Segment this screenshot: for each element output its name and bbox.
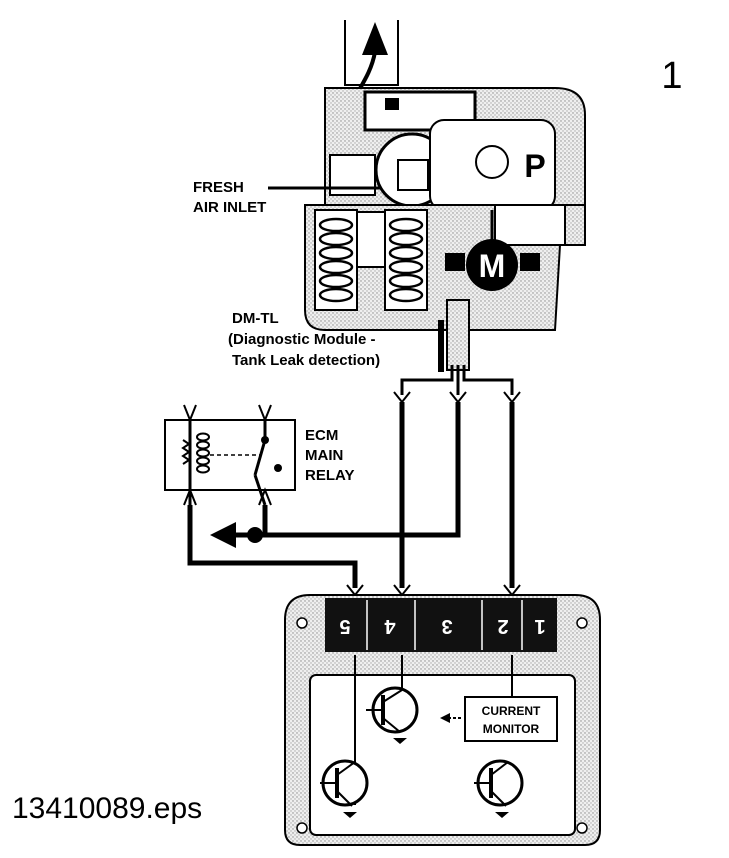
relay-coil-loop [196, 464, 210, 474]
ecm-connector [325, 598, 557, 652]
ground-icon [495, 812, 509, 818]
harness-marker [438, 320, 444, 372]
ground-icon [343, 812, 357, 818]
valve-port [397, 159, 429, 191]
pin-4-label: 4 [384, 615, 396, 637]
transistor-pin-4 [366, 686, 419, 744]
module-harness [393, 365, 521, 404]
spring-coil [318, 217, 354, 233]
air-flow-arrow-icon [362, 22, 388, 55]
relay-box [164, 419, 296, 491]
ground-icon [393, 738, 407, 744]
valve-housing [363, 90, 477, 132]
spring-coil [318, 273, 354, 289]
fresh-air-inlet-label-line1: FRESH [193, 179, 244, 196]
pump-rotor-icon [475, 145, 509, 179]
wire-supply-to-relay [255, 402, 461, 538]
continue-arrow-icon [210, 522, 236, 548]
spring-coil [318, 231, 354, 247]
motor-terminal-right [520, 253, 540, 271]
pin-5-label: 5 [339, 615, 350, 637]
spring-coil [388, 245, 424, 261]
relay-resistor-icon [181, 439, 191, 465]
relay-coil-icon [196, 432, 210, 474]
fresh-air-inlet-label-line2: AIR INLET [193, 199, 266, 216]
dmtl-label-line2: (Diagnostic Module - [228, 331, 376, 348]
motor-icon [466, 239, 518, 291]
dmtl-module: P M [304, 20, 586, 372]
motor-terminal-left [445, 253, 465, 271]
transistor-pin-2 [474, 759, 524, 818]
spring-coil [388, 231, 424, 247]
ecm-pin-row: 5 4 3 2 1 [339, 600, 546, 650]
ecm-main-relay [164, 404, 296, 506]
spring-coil [388, 273, 424, 289]
mount-hole-bl [296, 822, 308, 834]
current-monitor-box [464, 696, 558, 742]
solenoid-plunger [356, 211, 386, 268]
spring-coil [388, 259, 424, 275]
spring-coil [318, 259, 354, 275]
pump-label: P [524, 148, 545, 184]
file-label: 13410089.eps [12, 792, 202, 825]
valve-element [385, 98, 399, 110]
motor-label: M [479, 248, 506, 284]
spring-coil [318, 245, 354, 261]
pin-1-label: 1 [534, 615, 545, 637]
relay-label-line3: RELAY [305, 467, 354, 484]
current-monitor-label-line1: CURRENT [482, 704, 541, 718]
dmtl-label-line1: DM-TL [232, 310, 279, 327]
pin-3-label: 3 [441, 615, 452, 637]
outlet-pipe [344, 20, 399, 86]
current-monitor-label-line2: MONITOR [483, 722, 540, 736]
spring-coil [388, 217, 424, 233]
spring-coils [318, 217, 424, 303]
relay-switch-contact [253, 439, 267, 476]
reference-orifice [494, 204, 566, 246]
wire-relay-output [235, 505, 268, 538]
wire-relay-to-pin-5 [187, 505, 358, 588]
transistor-pin-5 [320, 759, 369, 818]
relay-label-line2: MAIN [305, 447, 343, 464]
figure-number: 1 [661, 55, 682, 97]
spring-coil [318, 287, 354, 303]
current-monitor-arrow-icon [440, 713, 450, 723]
mount-hole-tl [296, 617, 308, 629]
junction-dot [247, 527, 263, 543]
pin-2-label: 2 [497, 615, 508, 637]
mount-hole-br [576, 822, 588, 834]
module-connector-stem [446, 299, 470, 371]
relay-label-line1: ECM [305, 427, 338, 444]
spring-coil [388, 287, 424, 303]
dmtl-label-line3: Tank Leak detection) [232, 352, 380, 369]
mount-hole-tr [576, 617, 588, 629]
